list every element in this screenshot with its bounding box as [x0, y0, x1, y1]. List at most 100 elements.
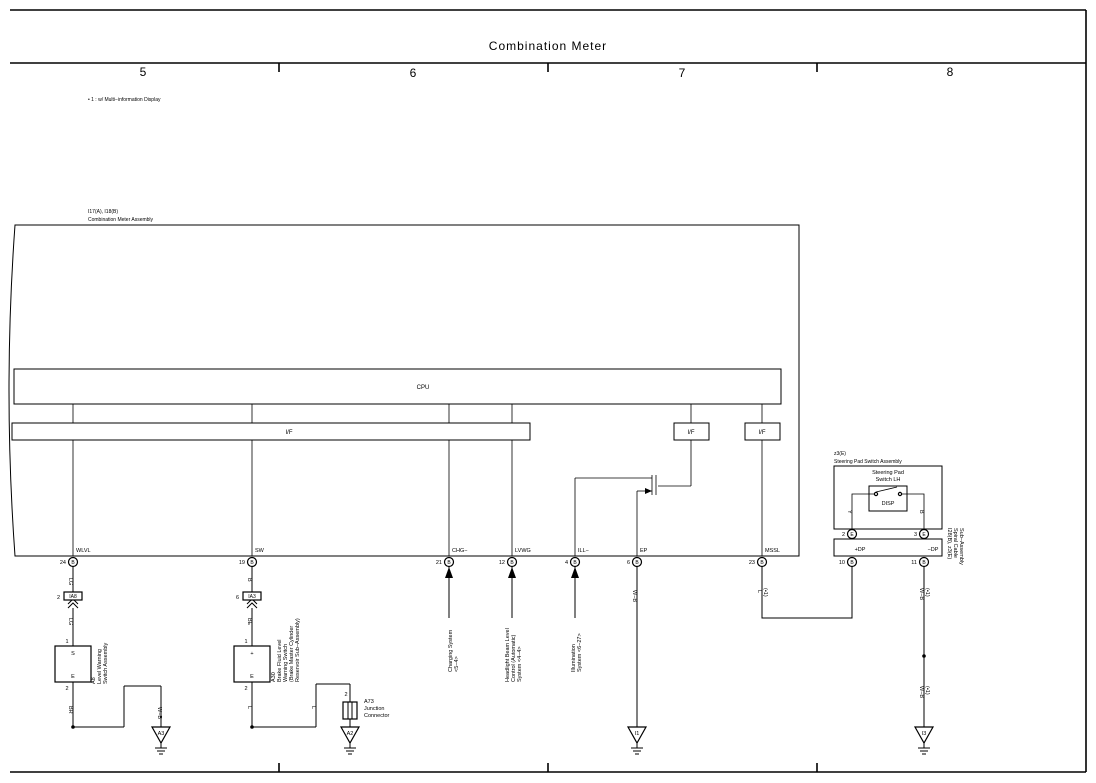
meter-outline — [8, 224, 800, 557]
junction-ia8 — [63, 591, 83, 601]
wire-color: BE — [246, 618, 252, 626]
pin-terminal: B 21 — [436, 556, 455, 568]
svg-text:B: B — [573, 560, 577, 566]
svg-text:Switch Assembly: Switch Assembly — [103, 642, 109, 684]
svg-text:Brake Fluid Level: Brake Fluid Level — [277, 640, 283, 683]
svg-text:(Brake Master Cylinder: (Brake Master Cylinder — [289, 626, 295, 682]
pin-terminal: B 12 — [499, 556, 518, 568]
pin-terminal: E 2 — [842, 528, 858, 540]
svg-text:23: 23 — [749, 560, 755, 566]
ground-symbol: I1 — [626, 726, 648, 755]
wire-color: BR — [67, 706, 73, 714]
column-label: 7 — [679, 66, 686, 80]
pin-terminal: B 6 — [627, 556, 643, 568]
washer-switch — [54, 645, 92, 683]
pin-terminal: B 19 — [239, 556, 258, 568]
pin-name: CHG− — [452, 548, 467, 554]
wire-color: LG — [67, 578, 73, 585]
ground-symbol: I3 — [913, 726, 935, 755]
svg-text:−DP: −DP — [928, 547, 939, 553]
if-label: I/F — [759, 430, 766, 436]
svg-text:21: 21 — [436, 560, 442, 566]
wire-color: W−B — [156, 707, 162, 719]
wire-color: W−B — [631, 590, 637, 602]
svg-text:E: E — [922, 532, 926, 538]
svg-text:System <6−27>: System <6−27> — [577, 633, 583, 672]
svg-text:IA8: IA8 — [69, 594, 77, 600]
wire-note: (•1) — [762, 588, 768, 597]
svg-text:E: E — [850, 532, 854, 538]
ref-arrow-charging — [445, 566, 453, 618]
junction-ia3 — [242, 591, 262, 601]
svg-text:Junction: Junction — [364, 706, 385, 712]
svg-text:Sub−Assembly: Sub−Assembly — [958, 528, 964, 565]
pin-terminal: B 10 — [839, 556, 858, 568]
svg-text:Switch LH: Switch LH — [876, 477, 901, 483]
svg-text:B: B — [850, 560, 854, 566]
svg-text:Level Warning: Level Warning — [97, 649, 103, 684]
svg-text:11: 11 — [911, 560, 917, 566]
frame — [10, 9, 1087, 773]
svg-text:2: 2 — [65, 686, 68, 692]
svg-text:B: B — [635, 560, 639, 566]
wire-color: B — [918, 510, 924, 514]
svg-text:B: B — [447, 560, 451, 566]
svg-text:Illumination: Illumination — [571, 644, 577, 672]
column-label: 5 — [140, 65, 147, 79]
brake-label: A30 Brake Fluid Level Warning Switch (Br… — [271, 618, 301, 682]
svg-text:Warning Switch: Warning Switch — [283, 644, 289, 682]
svg-text:B: B — [760, 560, 764, 566]
svg-text:2: 2 — [244, 686, 247, 692]
svg-text:Connector: Connector — [364, 713, 390, 719]
column-label: 6 — [410, 66, 417, 80]
if-label: I/F — [688, 430, 695, 436]
svg-text:Headlight Beam Level: Headlight Beam Level — [505, 628, 511, 682]
illumination-ref: Illumination System <6−27> — [571, 633, 583, 672]
headlight-ref: Headlight Beam Level Control (Automatic)… — [505, 628, 523, 682]
wire-color: Y — [846, 510, 852, 514]
disp-switch — [868, 485, 908, 512]
wire-color: L — [246, 706, 252, 709]
svg-text:19: 19 — [239, 560, 245, 566]
spiral-label: I28(B), z3(E) Spiral Cable Sub−Assembly — [946, 528, 964, 565]
svg-text:System <4−4>: System <4−4> — [517, 646, 523, 682]
svg-text:Steering Pad: Steering Pad — [872, 470, 904, 476]
meter-name: Combination Meter Assembly — [88, 217, 154, 223]
svg-text:1: 1 — [65, 639, 68, 645]
svg-text:6: 6 — [236, 595, 239, 601]
svg-text:Reservoir Sub−Assembly): Reservoir Sub−Assembly) — [295, 618, 301, 682]
pin-name: ILL− — [578, 548, 589, 554]
meter-code: I17(A), I18(B) — [88, 209, 118, 215]
if-label: I/F — [286, 430, 293, 436]
wire-color: LG — [67, 618, 73, 625]
svg-text:I28(B), z3(E): I28(B), z3(E) — [946, 528, 952, 559]
steering-pad-assembly — [833, 465, 943, 530]
pin-name: EP — [640, 548, 648, 554]
brake-fluid-switch — [233, 645, 271, 683]
washer-label: A8 Level Warning Switch Assembly — [91, 642, 109, 684]
column-label: 8 — [947, 65, 954, 79]
svg-text:A3: A3 — [158, 731, 165, 737]
wire-color: W−B — [918, 588, 924, 600]
footnote: • 1 : w/ Multi−information Display — [88, 97, 161, 103]
svg-text:6: 6 — [627, 560, 630, 566]
svg-text:3: 3 — [914, 532, 917, 538]
pin-terminal: B 23 — [749, 556, 768, 568]
if-block-ep — [673, 422, 710, 441]
internal-lines — [72, 404, 763, 556]
mssl-wire — [761, 566, 853, 619]
cpu-label: CPU — [417, 385, 430, 391]
wire-color: W−B — [918, 686, 924, 698]
page-title: Combination Meter — [489, 39, 607, 53]
wire-note: (•1) — [924, 588, 930, 597]
svg-text:2: 2 — [344, 692, 347, 698]
ground-symbol: A3 — [150, 726, 172, 755]
svg-text:Charging System: Charging System — [448, 629, 454, 672]
svg-text:A73: A73 — [364, 699, 374, 705]
wlvl-circuit — [67, 566, 162, 729]
wire-color: L — [756, 590, 762, 593]
charging-ref: Charging System <5−4> — [448, 629, 460, 672]
svg-text:2: 2 — [842, 532, 845, 538]
svg-text:E: E — [71, 674, 75, 680]
